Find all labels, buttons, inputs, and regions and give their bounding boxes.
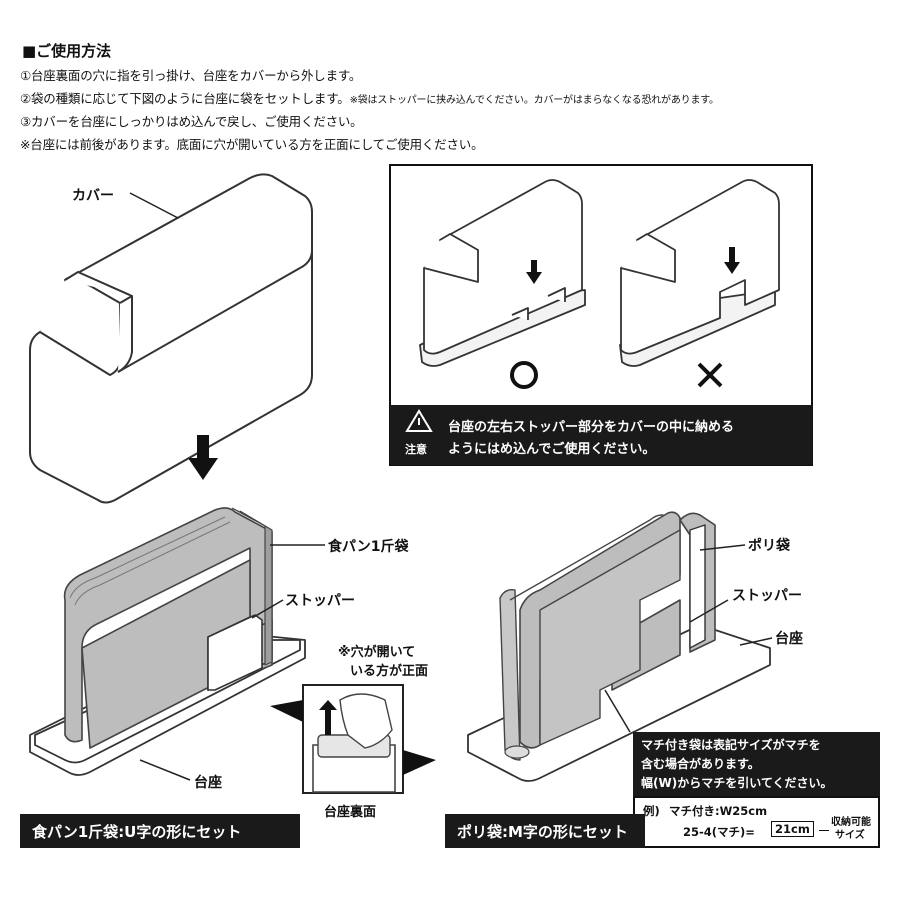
page-heading: ■ご使用方法	[22, 42, 112, 60]
gusset-note-line-2: 含む場合があります。	[641, 757, 760, 771]
cross-mark-icon	[697, 362, 723, 388]
poly-bag-illustration	[467, 511, 771, 782]
example-label: 例)	[643, 804, 660, 818]
base-right-label: 台座	[775, 631, 803, 647]
hand-icon	[339, 693, 393, 749]
step-1: ①台座裏面の穴に指を引っ掛け、台座をカバーから外します。	[20, 68, 362, 83]
stopper-left-label: ストッパー	[285, 593, 355, 609]
gusset-note-box: マチ付き袋は表記サイズがマチを 含む場合があります。 幅(W)からマチを引いてく…	[633, 732, 880, 796]
bread-bag-caption: 食パン1斤袋:U字の形にセット	[20, 814, 300, 848]
up-arrow-icon	[319, 700, 337, 735]
gusset-example-box: 例) マチ付き:W25cm 25-4(マチ)= 21cm 収納可能 サイズ	[633, 796, 880, 848]
poly-bag-leader	[699, 544, 746, 551]
hole-note-line-1: ※穴が開いて	[338, 645, 416, 660]
caution-line-1: 台座の左右ストッパー部分をカバーの中に納める	[448, 420, 735, 435]
capacity-line-2: サイズ	[835, 830, 865, 841]
base-underside-label: 台座裏面	[324, 805, 377, 820]
gusset-note-line-1: マチ付き袋は表記サイズがマチを	[641, 738, 821, 752]
bread-bag-label: 食パン1斤袋	[328, 539, 409, 555]
base-left-label: 台座	[194, 775, 222, 791]
step-note: ※台座には前後があります。底面に穴が開いている方を正面にしてご使用ください。	[20, 137, 484, 152]
caution-line-2: ようにはめ込んでご使用ください。	[448, 442, 656, 457]
stopper-right-leader	[689, 599, 729, 623]
cover-illustration	[29, 173, 313, 504]
base-right-leader	[739, 637, 773, 646]
example-result: 21cm	[771, 821, 814, 837]
capacity-line-1: 収納可能	[831, 817, 871, 828]
poly-bag-label: ポリ袋	[748, 538, 790, 554]
step-2: ②袋の種類に応じて下図のように台座に袋をセットします。※袋はストッパーに挟み込ん…	[20, 88, 719, 107]
example-line-2: 25-4(マチ)=	[683, 825, 755, 839]
ng-arrow-icon	[724, 247, 740, 274]
step-3: ③カバーを台座にしっかりはめ込んで戻し、ご使用ください。	[20, 114, 363, 129]
gusset-leader	[604, 689, 631, 733]
down-arrow-icon	[188, 435, 218, 480]
step-2-note: ※袋はストッパーに挟み込んでください。カバーがはまらなくなる恐れがあります。	[349, 95, 719, 106]
stopper-right-label: ストッパー	[732, 588, 802, 604]
cover-leader	[129, 192, 179, 219]
ok-illustration	[419, 179, 586, 367]
ok-arrow-icon	[526, 260, 542, 284]
example-connector	[819, 830, 829, 831]
bread-bag-illustration	[29, 507, 306, 776]
stopper-left-leader	[251, 599, 284, 619]
caution-title: 注意	[405, 443, 427, 456]
example-line-1: マチ付き:W25cm	[669, 804, 768, 818]
poly-bag-caption: ポリ袋:M字の形にセット	[445, 814, 645, 848]
circle-mark-icon	[510, 361, 538, 389]
ng-illustration	[619, 179, 780, 367]
caution-bar	[390, 405, 812, 465]
cover-label: カバー	[72, 188, 114, 204]
gusset-note-line-3: 幅(W)からマチを引いてください。	[641, 776, 833, 790]
hole-note-line-2: いる方が正面	[350, 664, 429, 679]
step-2-text: ②袋の種類に応じて下図のように台座に袋をセットします。	[20, 91, 350, 106]
base-underside-illustration	[270, 684, 436, 794]
base-left-leader	[139, 759, 191, 781]
